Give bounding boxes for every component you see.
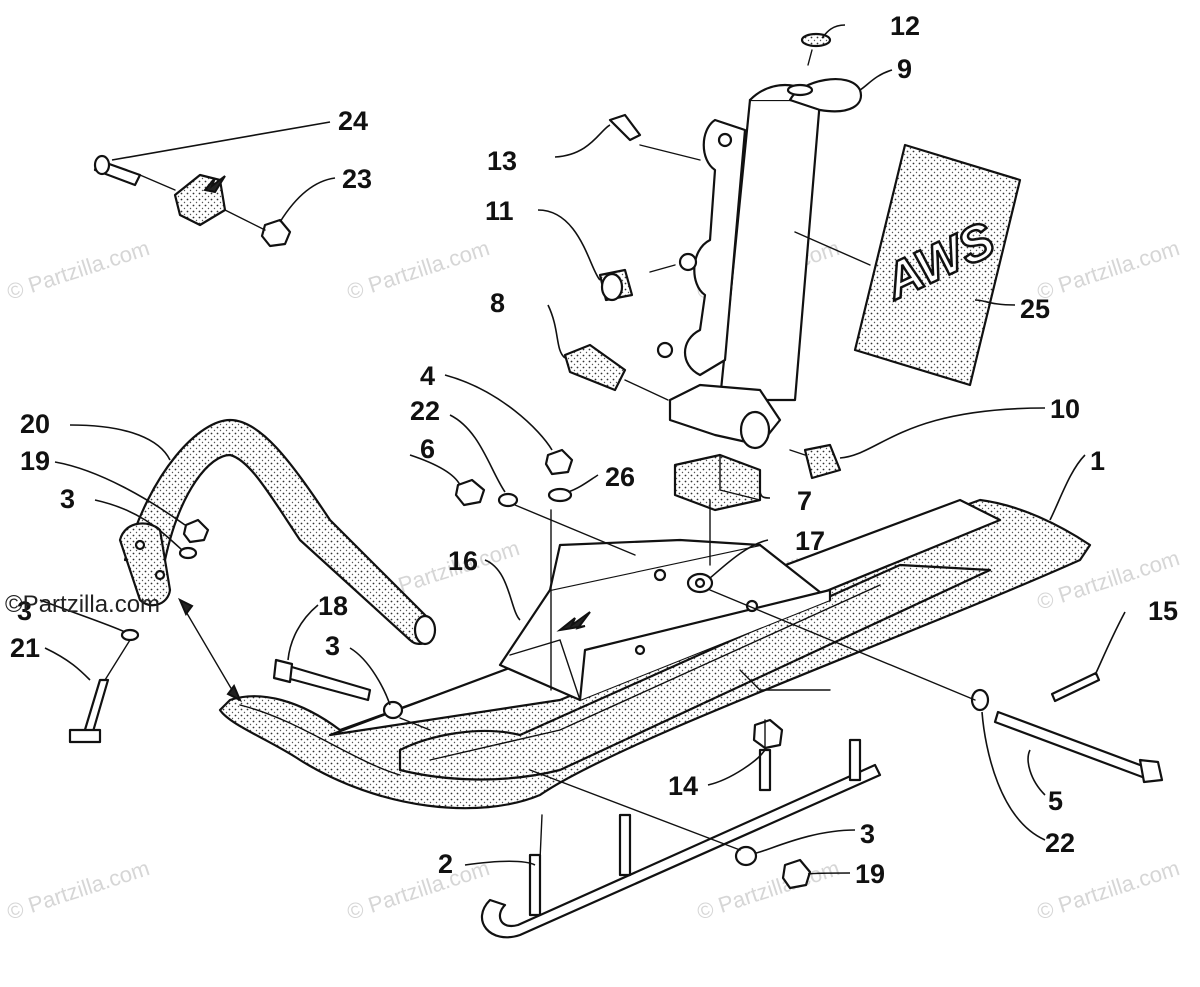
callout-5: 5 xyxy=(1048,786,1063,816)
watermark-text: © Partzilla.com xyxy=(4,235,153,305)
bushing-right-part xyxy=(803,443,842,480)
callout-13: 13 xyxy=(487,146,517,176)
callout-19-upper: 19 xyxy=(20,446,50,476)
nut-6-part xyxy=(454,478,486,507)
callout-25: 25 xyxy=(1020,294,1050,324)
cap-part xyxy=(800,32,832,48)
grease-fitting-part xyxy=(608,113,642,142)
callout-16: 16 xyxy=(448,546,478,576)
callout-labels: 1 2 3 3 3 3 4 5 6 7 8 9 10 11 12 13 14 1… xyxy=(10,11,1178,889)
callout-18: 18 xyxy=(318,591,348,621)
bolt-5-part xyxy=(993,710,1150,780)
nut-19-bottom-part xyxy=(781,858,812,890)
copyright-overlay: ©Partzilla.com xyxy=(5,591,160,618)
callout-3-mid: 3 xyxy=(325,631,340,661)
leader-lines xyxy=(39,24,1126,875)
bushing-long-part xyxy=(563,343,627,392)
cotter-pin-part xyxy=(1050,671,1101,703)
callout-3-left: 3 xyxy=(17,596,32,626)
nut-19-upper-part xyxy=(182,518,210,544)
nut-14-part xyxy=(752,718,784,750)
callout-19-bottom: 19 xyxy=(855,859,885,889)
nut-top-part xyxy=(260,218,292,248)
callout-23: 23 xyxy=(342,164,372,194)
aws-decal-part: AWS xyxy=(853,143,1022,387)
washer-26-part xyxy=(547,487,573,503)
callout-22-upper: 22 xyxy=(410,396,440,426)
watermark-text: © Partzilla.com xyxy=(694,855,843,925)
callout-12: 12 xyxy=(890,11,920,41)
spindle-part xyxy=(656,78,863,450)
callout-2: 2 xyxy=(438,849,453,879)
rubber-block-part xyxy=(673,453,762,512)
washer-22-part xyxy=(497,492,519,508)
wear-bar-part xyxy=(480,738,882,939)
watermark-text: © Partzilla.com xyxy=(1034,235,1183,305)
callout-3-bottom: 3 xyxy=(860,819,875,849)
bolt-18-part xyxy=(281,663,372,702)
callout-14: 14 xyxy=(668,771,698,801)
saddle-bracket-part xyxy=(498,538,832,702)
hardware-group xyxy=(68,32,1164,890)
callout-7: 7 xyxy=(797,486,812,516)
callout-4: 4 xyxy=(420,361,435,391)
bolt-21-part xyxy=(82,678,110,737)
callout-1: 1 xyxy=(1090,446,1105,476)
callout-10: 10 xyxy=(1050,394,1080,424)
callout-20: 20 xyxy=(20,409,50,439)
callout-11: 11 xyxy=(485,196,514,226)
watermark-text: © Partzilla.com xyxy=(4,855,153,925)
callout-24: 24 xyxy=(338,106,368,136)
nut-4-part xyxy=(544,448,574,476)
callout-9: 9 xyxy=(897,54,912,84)
callout-6: 6 xyxy=(420,434,435,464)
watermark-text: © Partzilla.com xyxy=(344,855,493,925)
watermark-text: © Partzilla.com xyxy=(1034,855,1183,925)
callout-17: 17 xyxy=(795,526,825,556)
watermark-text: © Partzilla.com xyxy=(344,235,493,305)
callout-15: 15 xyxy=(1148,596,1178,626)
callout-21: 21 xyxy=(10,633,40,663)
ski-loop-part xyxy=(118,418,437,646)
callout-8: 8 xyxy=(490,288,505,318)
callout-3-loop: 3 xyxy=(60,484,75,514)
callout-22-lower: 22 xyxy=(1045,828,1075,858)
callout-26: 26 xyxy=(605,462,635,492)
